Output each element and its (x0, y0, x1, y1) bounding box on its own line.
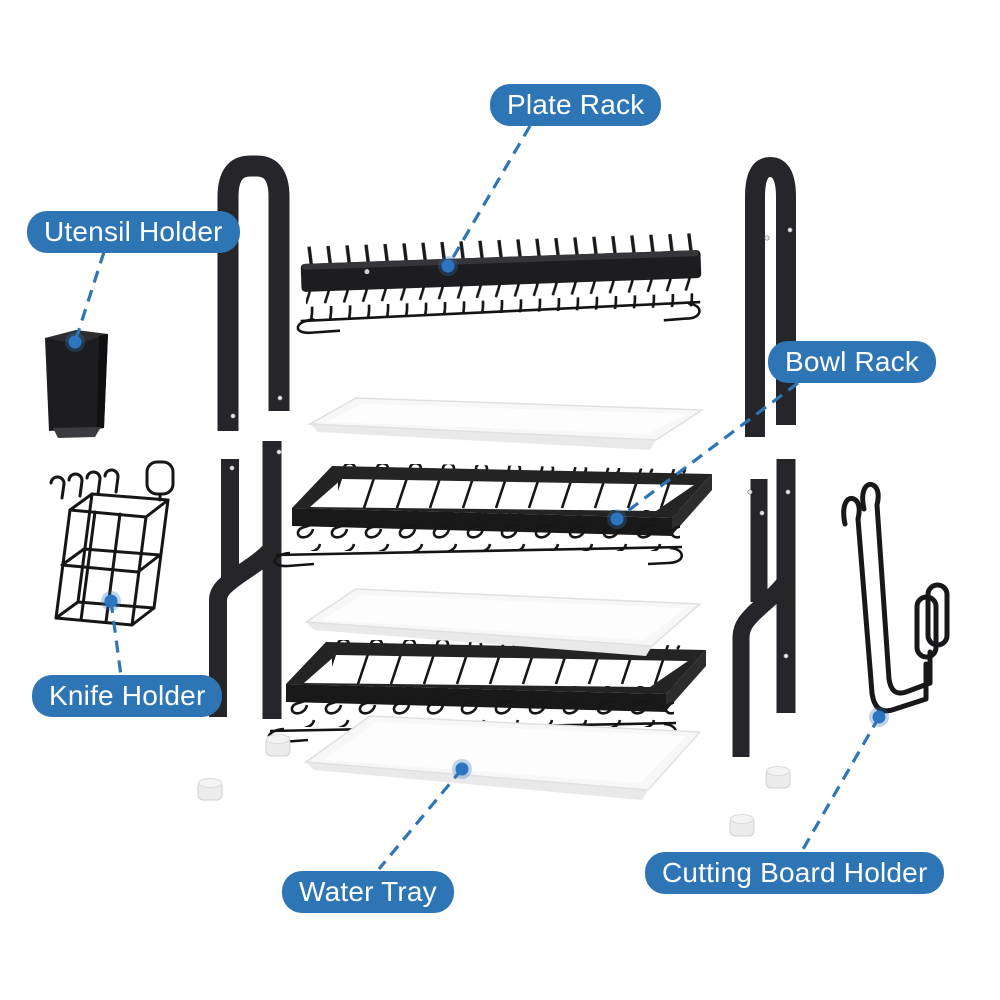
leader-lines (73, 125, 881, 871)
bowl-rack-art (275, 464, 712, 566)
lower-frame-left-art (209, 441, 282, 719)
callout-utensil-holder-label: Utensil Holder (44, 216, 223, 247)
callout-water-tray-label: Water Tray (299, 876, 437, 907)
water-tray-top-art (307, 397, 705, 450)
water-tray-bottom-art (303, 715, 702, 800)
cutting-board-holder-art (841, 481, 950, 714)
callout-water-tray: Water Tray (282, 871, 454, 913)
top-frame-right-art (745, 156, 796, 437)
plate-rack-art (296, 232, 702, 334)
utensil-holder-art (45, 330, 108, 438)
top-frame-left-art (217, 155, 290, 431)
callout-bowl-rack-label: Bowl Rack (785, 346, 920, 377)
water-tray-middle-art (303, 588, 702, 656)
callout-knife-holder: Knife Holder (32, 675, 223, 717)
lower-frame-right-art (732, 459, 796, 757)
callout-plate-rack: Plate Rack (490, 84, 662, 126)
callout-utensil-holder: Utensil Holder (27, 211, 240, 253)
callout-plate-rack-label: Plate Rack (507, 89, 645, 120)
callout-bowl-rack: Bowl Rack (768, 341, 937, 383)
callout-cutting-board-holder-label: Cutting Board Holder (662, 857, 928, 888)
callout-cutting-board-holder: Cutting Board Holder (645, 852, 945, 894)
screw-dots (229, 227, 793, 659)
knife-holder-art (49, 460, 175, 627)
callout-knife-holder-label: Knife Holder (49, 680, 206, 711)
